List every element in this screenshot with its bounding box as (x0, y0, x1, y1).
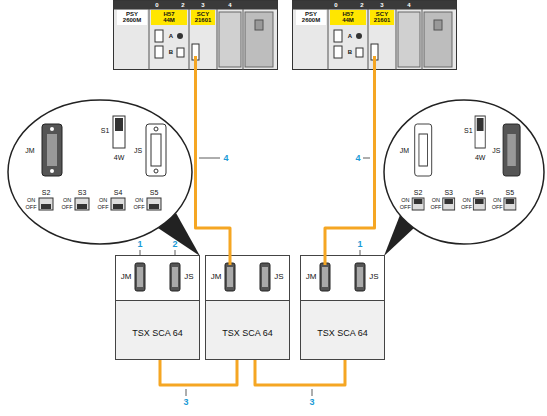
callout-number: 1 (137, 240, 142, 249)
cable (196, 70, 231, 255)
switch-position: ON (135, 198, 143, 204)
tsx-sca64-box: JM JS TSX SCA 64 (205, 255, 290, 360)
switch-label: S3 (444, 189, 453, 196)
tsx-sca64-box: JM JS TSX SCA 64 (115, 255, 200, 360)
port-name: JM (306, 273, 317, 281)
box-drawing (300, 255, 385, 360)
switch-label: JM (400, 147, 409, 154)
switch-position: ON (493, 198, 501, 204)
plc-rack: PSY 2600M H57 44M SCY 21601 (113, 0, 278, 70)
module-name: SCY 21601 (370, 11, 394, 23)
callout-number: 2 (172, 240, 177, 249)
port-name: JS (274, 273, 283, 281)
switch-position: ON (432, 198, 440, 204)
slot-number: 3 (380, 2, 383, 8)
callout-number: 3 (308, 397, 315, 408)
switch-position: OFF (134, 205, 145, 211)
slot-number: 0 (334, 2, 337, 8)
module-name: SCY 21601 (191, 11, 215, 23)
switch-label: S5 (150, 189, 159, 196)
slot-number: 0 (155, 2, 158, 8)
zoom-bubble (8, 100, 200, 256)
port-name: JM (211, 273, 222, 281)
switch-position: OFF (62, 205, 73, 211)
box-drawing (115, 255, 200, 360)
switch-label: S4 (475, 189, 484, 196)
switch-label: S1 (101, 127, 110, 134)
port-name: JS (369, 273, 378, 281)
module-name: H57 44M (157, 11, 181, 23)
switch-position: OFF (461, 205, 472, 211)
switch-position: ON (401, 198, 409, 204)
switch-label: S2 (414, 189, 423, 196)
port-letter: A (169, 33, 173, 39)
slot-number: 4 (407, 2, 410, 8)
box-drawing (205, 255, 290, 360)
switch-label: JS (134, 147, 142, 154)
slot-number: 4 (228, 2, 231, 8)
switch-position: OFF (98, 205, 109, 211)
device-name: TSX SCA 64 (222, 329, 273, 338)
switch-label: S1 (464, 127, 473, 134)
cable (325, 70, 375, 255)
plc-rack: PSY 2600M H57 44M SCY 21601 (292, 0, 457, 70)
switch-label: JM (25, 147, 34, 154)
module-name: PSY 2600M (118, 11, 146, 23)
module-name: PSY 2600M (297, 11, 325, 23)
switch-position: OFF (400, 205, 411, 211)
switch-label: S5 (506, 189, 515, 196)
zoom-bubble (384, 100, 544, 256)
switch-position: ON (27, 198, 35, 204)
switch-label: 4W (114, 154, 125, 161)
cable (160, 360, 237, 385)
cable (255, 360, 345, 385)
switch-label: 4W (475, 154, 486, 161)
rack-drawing (113, 0, 278, 70)
slot-number: 3 (201, 2, 204, 8)
switch-label: JS (492, 147, 500, 154)
callout-number: 3 (182, 397, 189, 408)
switch-position: ON (63, 198, 71, 204)
callout-number: 1 (357, 240, 362, 249)
port-name: JS (184, 273, 193, 281)
callout-number: 4 (354, 153, 361, 164)
switch-label: S4 (114, 189, 123, 196)
device-name: TSX SCA 64 (132, 329, 183, 338)
slot-number: 2 (360, 2, 363, 8)
rack-drawing (292, 0, 457, 70)
port-letter: A (348, 33, 352, 39)
switch-label: S3 (78, 189, 87, 196)
switch-label: S2 (42, 189, 51, 196)
tsx-sca64-box: JM JS TSX SCA 64 (300, 255, 385, 360)
port-letter: B (348, 49, 352, 55)
port-name: JM (121, 273, 132, 281)
callout-number: 4 (222, 153, 229, 164)
switch-position: OFF (430, 205, 441, 211)
device-name: TSX SCA 64 (317, 329, 368, 338)
switch-position: OFF (492, 205, 503, 211)
switch-position: OFF (26, 205, 37, 211)
slot-number: 2 (181, 2, 184, 8)
switch-position: ON (99, 198, 107, 204)
switch-position: ON (462, 198, 470, 204)
port-letter: B (169, 49, 173, 55)
module-name: H57 44M (336, 11, 360, 23)
